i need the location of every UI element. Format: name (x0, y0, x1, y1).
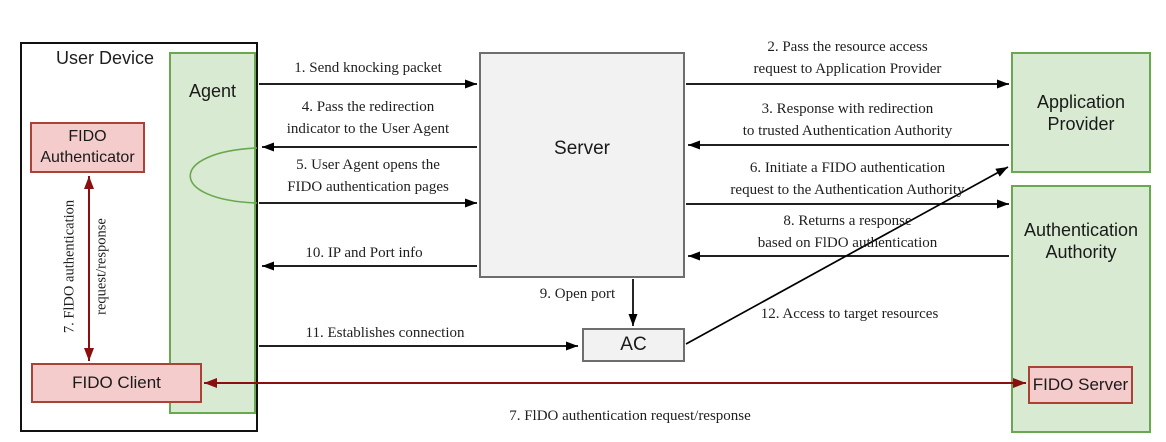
label-arrow-2-line2: request to Application Provider (753, 61, 942, 77)
label-arrow-3-line2: to trusted Authentication Authority (742, 123, 953, 139)
label-arrow-1: 1. Send knocking packet (294, 60, 442, 76)
label-arrow-8-line1: 8. Returns a response (783, 213, 912, 229)
label-arrow-10: 10. IP and Port info (305, 245, 423, 261)
application-provider-label-line1: Application (1036, 92, 1126, 112)
agent-box: Agent (169, 52, 256, 414)
label-arrow-7-horizontal: 7. FlDO authentication request/response (509, 408, 751, 424)
agent-label: Agent (188, 81, 237, 101)
label-arrow-5-line1: 5. User Agent opens the (296, 157, 440, 173)
fido-server-box: FIDO Server (1028, 366, 1133, 404)
server-label: Server (554, 138, 610, 159)
fido-authenticator-label-line1: FIDO (68, 128, 107, 145)
label-arrow-2-line1: 2. Pass the resource access (767, 39, 928, 55)
label-arrow-6-line2: request to the Authentication Authority (730, 182, 965, 198)
authentication-authority-label-line1: Authentication (1023, 220, 1139, 240)
user-device-label: User Device (55, 48, 155, 68)
fido-client-box: FIDO Client (31, 363, 202, 403)
fido-authenticator-box: FIDO Authenticator (30, 122, 145, 173)
fido-authenticator-label-line2: Authenticator (40, 149, 135, 166)
server-box: Server (479, 52, 685, 278)
label-arrow-8-line2: based on FlDO authentication (757, 235, 938, 251)
authentication-authority-label-line2: Authority (1045, 242, 1117, 262)
label-arrow-11: 11. Establishes connection (305, 325, 465, 341)
label-arrow-5-line2: FIDO authentication pages (287, 179, 449, 195)
application-provider-label-line2: Provider (1047, 114, 1115, 134)
ac-label: AC (620, 334, 647, 355)
label-arrow-7-vertical-line2: request/response (93, 218, 110, 315)
application-provider-box: Application Provider (1011, 52, 1151, 173)
label-arrow-12: 12. Access to target resources (760, 306, 939, 322)
fido-client-label: FIDO Client (72, 373, 161, 392)
label-arrow-4-line1: 4. Pass the redirection (301, 99, 435, 115)
label-arrow-3-line1: 3. Response with redirection (761, 101, 934, 117)
label-arrow-9: 9. Open port (539, 286, 616, 302)
label-arrow-7-vertical-line1: 7. FlDO authentication (61, 199, 78, 334)
ac-box: AC (582, 328, 685, 362)
label-arrow-6-line1: 6. Initiate a FIDO authentication (749, 160, 946, 176)
label-arrow-4-line2: indicator to the User Agent (286, 121, 450, 137)
fido-server-label: FIDO Server (1032, 375, 1129, 394)
